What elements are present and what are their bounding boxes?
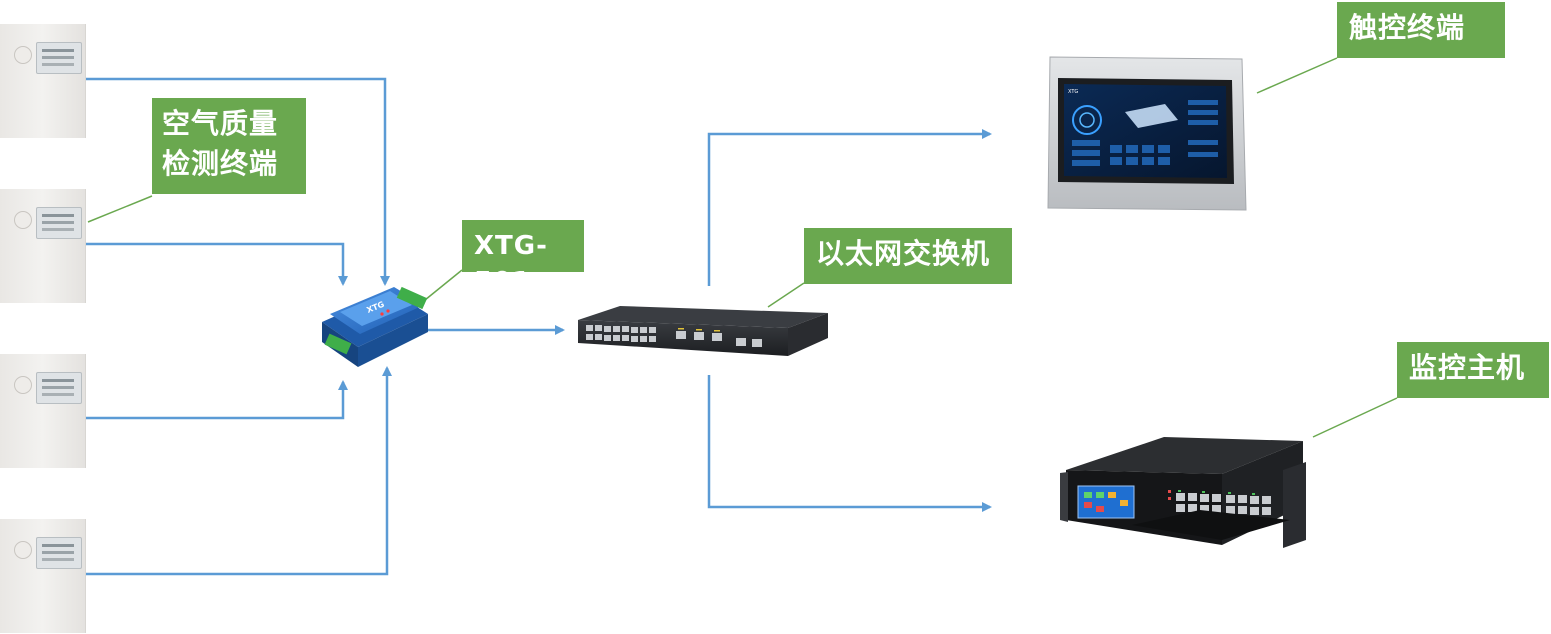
link-sensor-3 [86, 380, 348, 420]
sensor-knob [14, 376, 32, 394]
sensor-screen [36, 207, 82, 239]
air-quality-sensor-1 [0, 24, 86, 138]
touch-screen [1064, 84, 1227, 178]
host-ports [1176, 493, 1271, 515]
leader-lines [87, 57, 1398, 438]
sensor-knob [14, 211, 32, 229]
converter-device: XTG [322, 286, 428, 367]
label-air-quality-terminal: 空气质量 检测终端 [152, 98, 306, 194]
sensor-knob [14, 46, 32, 64]
sensor-screen [36, 372, 82, 404]
air-quality-sensor-4 [0, 519, 86, 633]
rack-ear [1283, 462, 1306, 548]
touch-terminal: XTG [1047, 56, 1247, 211]
label-sensor-line-2: 检测终端 [162, 147, 279, 180]
link-sensor-4 [86, 366, 392, 576]
sensor-screen [36, 537, 82, 569]
label-xtg-501: XTG-501 [462, 220, 584, 297]
sensor-screen [36, 42, 82, 74]
gauge-widget [1072, 105, 1102, 135]
label-touch-terminal: 触控终端 [1337, 2, 1505, 58]
link-sensor-1 [86, 77, 390, 286]
rack-ear [1060, 472, 1068, 522]
label-ethernet-switch: 以太网交换机 [804, 228, 1012, 284]
terminal-block [324, 333, 352, 355]
label-monitoring-host: 监控主机 [1397, 342, 1549, 398]
switch-ports [586, 325, 762, 347]
sensor-links [86, 77, 992, 576]
sensor-knob [14, 541, 32, 559]
link-switch-host [707, 375, 992, 512]
leader-touch [1256, 57, 1338, 94]
leader-converter [424, 269, 463, 301]
air-quality-sensor-2 [0, 189, 86, 303]
link-sensor-2 [86, 242, 348, 286]
leader-switch [767, 282, 805, 308]
monitoring-host [1060, 437, 1306, 548]
terminal-block [396, 286, 428, 310]
host-tray [1132, 510, 1290, 540]
leader-sensor [87, 195, 153, 223]
air-quality-sensor-3 [0, 354, 86, 468]
ethernet-switch [578, 306, 828, 356]
touch-brand: XTG [1068, 89, 1078, 95]
link-switch-touch [707, 129, 992, 286]
leader-host [1312, 397, 1398, 438]
label-sensor-line-1: 空气质量 [162, 107, 279, 140]
